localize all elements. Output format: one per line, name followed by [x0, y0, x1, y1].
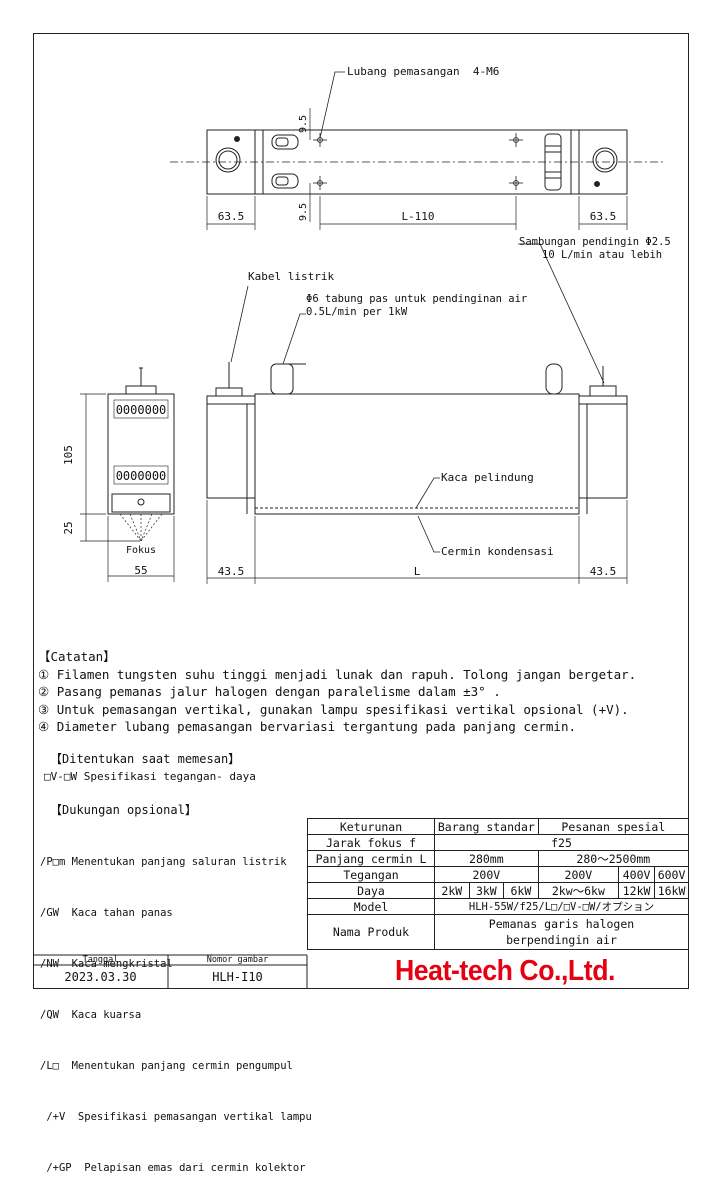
spec-produk: Pemanas garis halogen berpendingin air: [434, 914, 689, 950]
notes-section: 【Catatan】 ① Filamen tungsten suhu tinggi…: [38, 648, 678, 736]
notes-title: 【Catatan】: [38, 649, 116, 664]
tanggal-label: Tanggal: [82, 955, 119, 965]
spec-v200a: 200V: [434, 866, 539, 883]
dim-43-5-left: 43.5: [218, 565, 245, 578]
option-item: /+V Spesifikasi pemasangan vertikal lamp…: [40, 1111, 312, 1123]
spec-p6: 6kW: [503, 882, 539, 899]
spec-jarak-fokus: Jarak fokus f: [306, 834, 436, 851]
filament-text-top: 0000000: [116, 403, 167, 417]
spec-len-sp: 280～2500mm: [537, 850, 690, 867]
mirror-label: Cermin kondensasi: [441, 545, 554, 558]
cooling-joint-label-2: 10 L/min atau lebih: [542, 249, 663, 261]
option-item: /NW Kaca mengkristal: [40, 958, 173, 970]
note-item: ③ Untuk pemasangan vertikal, gunakan lam…: [38, 701, 629, 717]
option-item: /L□ Menentukan panjang cermin pengumpul: [40, 1060, 293, 1072]
spec-p12: 12kW: [618, 882, 656, 899]
spec-f25: f25: [434, 834, 689, 851]
top-port-left: [215, 147, 241, 173]
top-port-right: [592, 147, 618, 173]
front-view-body: [254, 393, 580, 515]
spec-produk-line1: Pemanas garis halogen: [488, 917, 635, 931]
nomor-value: HLH-I10: [212, 970, 263, 984]
option-item: /+GP Pelapisan emas dari cermin kolektor: [40, 1162, 306, 1174]
dim-55: 55: [134, 564, 147, 577]
spec-len-std: 280mm: [434, 850, 539, 867]
dim-105: 105: [62, 445, 75, 465]
dim-63-5-left: 63.5: [218, 210, 245, 223]
drawing-sheet: [33, 33, 689, 989]
cooling-joint-label-1: Sambungan pendingin Φ2.5: [519, 236, 671, 248]
spec-tegangan: Tegangan: [306, 866, 436, 883]
glass-label: Kaca pelindung: [441, 471, 534, 484]
options-list: /P□m Menentukan panjang saluran listrik …: [40, 820, 312, 1194]
dim-l-110: L-110: [401, 210, 434, 223]
note-item: ④ Diameter lubang pemasangan bervariasi …: [38, 719, 577, 734]
spec-table: Keturunan Barang standar Pesanan spesial…: [306, 818, 690, 950]
spec-v200b: 200V: [537, 866, 620, 883]
mount-hole-label: Lubang pemasangan 4-M6: [347, 65, 500, 78]
spec-p2: 2kW: [434, 882, 470, 899]
nomor-label: Nomor gambar: [206, 955, 269, 965]
tanggal-value: 2023.03.30: [64, 970, 137, 984]
company-logo: Heat-tech Co.,Ltd.: [395, 955, 615, 987]
spec-p3: 3kW: [468, 882, 505, 899]
dim-l: L: [414, 565, 421, 578]
dim-9-5-bottom: 9.5: [298, 203, 309, 221]
spec-nama-produk: Nama Produk: [306, 914, 436, 950]
focus-label: Fokus: [126, 545, 156, 556]
spec-pesanan-spesial: Pesanan spesial: [537, 818, 690, 835]
spec-daya: Daya: [306, 882, 436, 899]
dim-63-5-right: 63.5: [590, 210, 617, 223]
note-item: ② Pasang pemanas jalur halogen dengan pa…: [38, 684, 501, 699]
option-item: /QW Kaca kuarsa: [40, 1009, 142, 1021]
order-line: □V-□W Spesifikasi tegangan- daya: [44, 770, 256, 783]
tube-label-2: 0.5L/min per 1kW: [306, 306, 408, 318]
cable-label: Kabel listrik: [248, 270, 335, 283]
dim-43-5-right: 43.5: [590, 565, 617, 578]
technical-drawing: 0000000 0000000 9.5 9.5 63.5 L-110 63.5 …: [62, 71, 664, 584]
spec-barang-standar: Barang standar: [434, 818, 539, 835]
option-item: /GW Kaca tahan panas: [40, 907, 173, 919]
spec-v400: 400V: [618, 866, 656, 883]
dim-25: 25: [62, 521, 75, 534]
filament-text-bottom: 0000000: [116, 469, 167, 483]
note-item: ① Filamen tungsten suhu tinggi menjadi l…: [38, 666, 637, 682]
order-title: 【Ditentukan saat memesan】: [50, 752, 241, 766]
spec-produk-line2: berpendingin air: [506, 933, 617, 947]
spec-p2-6: 2kw～6kw: [537, 882, 620, 899]
spec-p16: 16kW: [654, 882, 689, 899]
spec-model: Model: [306, 898, 436, 915]
dim-9-5-top: 9.5: [298, 115, 309, 133]
spec-panjang-cermin: Panjang cermin L: [306, 850, 436, 867]
spec-keturunan: Keturunan: [306, 818, 436, 835]
spec-v600: 600V: [654, 866, 689, 883]
option-item: /P□m Menentukan panjang saluran listrik: [40, 856, 287, 868]
spec-model-val: HLH-55W/f25/L□/□V-□W/オプション: [434, 898, 689, 915]
tube-label-1: Φ6 tabung pas untuk pendinginan air: [306, 293, 528, 305]
options-title: 【Dukungan opsional】: [50, 803, 197, 817]
